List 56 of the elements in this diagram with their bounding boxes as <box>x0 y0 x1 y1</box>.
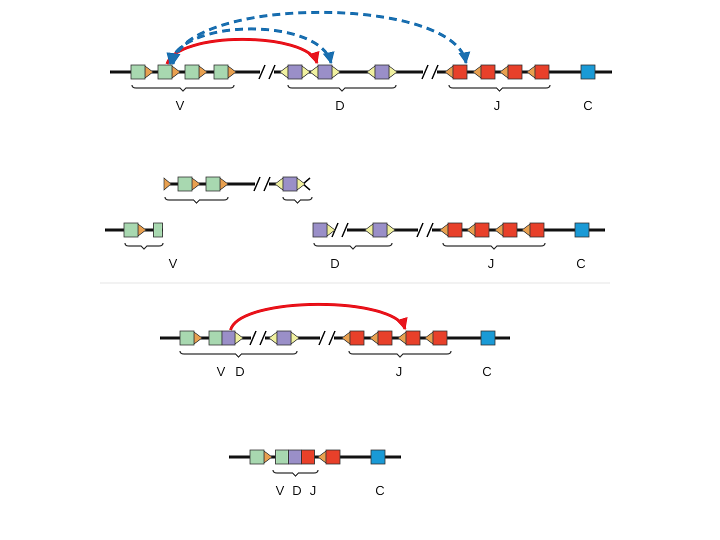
gene-segment <box>158 64 181 80</box>
segment-label: C <box>576 257 586 271</box>
gene-segment <box>124 222 147 238</box>
segment-label: J <box>488 257 494 271</box>
segment-label: C <box>583 99 593 113</box>
gene-segment <box>312 222 336 238</box>
gene-segment <box>480 330 496 346</box>
segment-label: V <box>168 257 178 271</box>
gene-segment <box>341 330 364 346</box>
gene-segment <box>580 64 596 80</box>
gene-segment <box>499 64 522 80</box>
gene-segment <box>250 450 273 464</box>
gene-segment <box>274 176 306 192</box>
gene-segment <box>366 64 398 80</box>
arrow <box>166 38 318 65</box>
gene-segment <box>494 222 518 238</box>
gene-segment <box>180 330 203 346</box>
arrow <box>172 10 468 66</box>
gene-segment <box>364 222 396 238</box>
segment-label: D <box>330 257 340 271</box>
gene-segment <box>206 176 229 192</box>
arrow <box>168 27 332 66</box>
segment-label: J <box>494 99 500 113</box>
gene-segment <box>214 64 237 80</box>
gene-segment <box>472 64 496 80</box>
segment-label: V <box>276 484 284 498</box>
segment-label: V <box>176 99 184 113</box>
arrow <box>229 302 406 331</box>
segment-label: V <box>216 365 226 379</box>
gene-segment <box>424 330 448 346</box>
gene-segment <box>317 450 340 464</box>
segment-label: J <box>396 365 402 379</box>
gene-segment <box>208 330 244 346</box>
gene-segment <box>521 222 544 238</box>
gene-segment <box>184 64 208 80</box>
gene-segment <box>130 64 154 80</box>
gene-segment <box>279 64 311 80</box>
gene-segment <box>370 450 386 464</box>
segment-label: D <box>335 99 345 113</box>
segment-label: C <box>375 484 385 498</box>
gene-segment <box>439 222 462 238</box>
segment-label: D <box>235 365 245 379</box>
segment-label: C <box>482 365 492 379</box>
gene-segment <box>309 64 341 80</box>
gene-segment <box>526 64 550 80</box>
gene-segment <box>574 222 590 238</box>
segment-label: D <box>292 484 302 498</box>
gene-segment <box>444 64 468 80</box>
gene-segment <box>369 330 392 346</box>
gene-segment <box>275 450 315 464</box>
gene-segment <box>178 176 201 192</box>
segment-label: J <box>310 484 316 498</box>
gene-segment <box>397 330 420 346</box>
gene-segment <box>153 222 163 238</box>
gene-segment <box>268 330 300 346</box>
gene-segment <box>466 222 490 238</box>
